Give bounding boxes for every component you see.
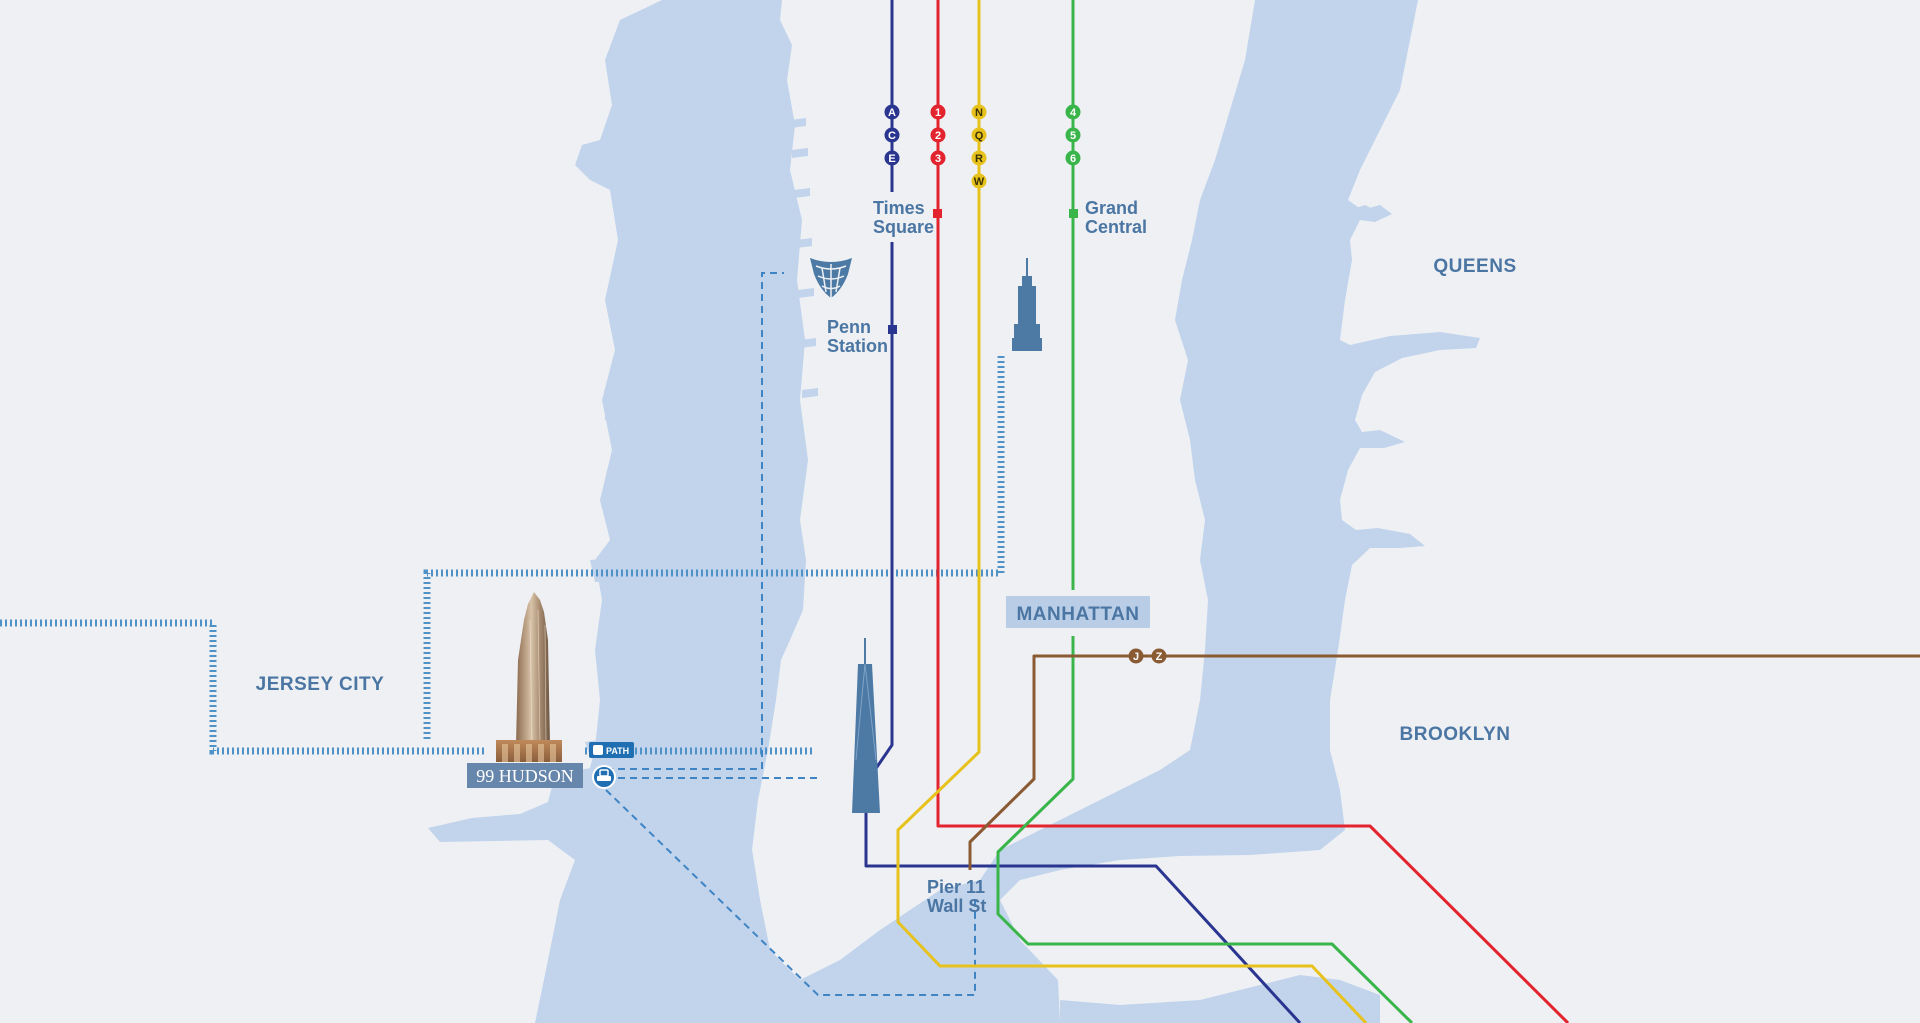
bullet-e: E bbox=[888, 153, 895, 165]
label-pier-11: Pier 11 Wall St bbox=[927, 877, 990, 916]
bullet-3: 3 bbox=[935, 153, 941, 165]
path-badge: PATH bbox=[589, 742, 634, 758]
label-manhattan: MANHATTAN bbox=[1016, 604, 1139, 625]
jz-bullets: J Z bbox=[1128, 648, 1167, 664]
bullet-a: A bbox=[888, 107, 896, 119]
bullet-n: N bbox=[975, 107, 983, 119]
bullet-5: 5 bbox=[1070, 130, 1076, 142]
bottom-right-water bbox=[1060, 975, 1380, 1023]
label-penn-station-line1: Penn bbox=[827, 317, 871, 337]
bullet-c: C bbox=[888, 130, 896, 142]
water-bodies bbox=[428, 0, 1480, 1023]
bullet-1: 1 bbox=[935, 107, 941, 119]
bullet-r: R bbox=[975, 153, 983, 165]
label-times-square-line1: Times bbox=[873, 198, 925, 218]
label-grand-central-line1: Grand bbox=[1085, 198, 1138, 218]
times-square-marker bbox=[933, 209, 942, 218]
vessel-landmark-icon bbox=[810, 258, 852, 298]
bullet-4: 4 bbox=[1070, 107, 1077, 119]
path-badge-label: PATH bbox=[606, 746, 629, 756]
east-river bbox=[980, 0, 1480, 900]
manhattan-west-piers bbox=[790, 118, 818, 398]
manhattan-label-box bbox=[1006, 596, 1150, 628]
label-pier-11-line2: Wall St bbox=[927, 896, 986, 916]
label-brooklyn: BROOKLYN bbox=[1400, 724, 1511, 745]
label-queens: QUEENS bbox=[1433, 256, 1516, 277]
one-world-trade-center-icon bbox=[852, 638, 880, 813]
nqrw-bullets: N Q R W bbox=[971, 104, 987, 189]
label-grand-central-line2: Central bbox=[1085, 217, 1147, 237]
line-456 bbox=[996, 0, 1414, 1023]
nqrw-line bbox=[896, 0, 1368, 1023]
99-hudson-tower-image bbox=[496, 592, 562, 762]
upper-bay bbox=[535, 850, 1060, 1023]
newtown-creek bbox=[1350, 205, 1382, 220]
ace-bullets: A C E bbox=[884, 104, 900, 166]
bullet-w: W bbox=[974, 176, 985, 188]
label-penn-station-line2: Station bbox=[827, 336, 888, 356]
empire-state-building-icon bbox=[1012, 258, 1042, 351]
penn-station-marker bbox=[888, 325, 897, 334]
area-labels: QUEENS BROOKLYN JERSEY CITY MANHATTAN bbox=[256, 256, 1516, 745]
bullet-q: Q bbox=[975, 130, 984, 142]
path-logo-icon bbox=[593, 745, 603, 755]
label-pier-11-line1: Pier 11 bbox=[927, 877, 985, 897]
bullet-6: 6 bbox=[1070, 153, 1076, 165]
label-penn-station: Penn Station bbox=[827, 317, 888, 356]
label-times-square: Times Square bbox=[873, 198, 934, 237]
property-label: 99 HUDSON bbox=[467, 763, 583, 788]
label-jersey-city: JERSEY CITY bbox=[256, 674, 385, 695]
station-labels: Times Square Grand Central Penn Station … bbox=[827, 198, 1147, 916]
station-markers bbox=[888, 209, 1078, 334]
label-times-square-line2: Square bbox=[873, 217, 934, 237]
path-rail-route bbox=[0, 353, 1005, 755]
bullet-z: Z bbox=[1156, 651, 1163, 663]
ferry-icon bbox=[592, 765, 616, 789]
jz-line bbox=[968, 654, 1920, 870]
grand-central-marker bbox=[1069, 209, 1078, 218]
456-bullets: 4 5 6 bbox=[1065, 104, 1081, 166]
label-grand-central: Grand Central bbox=[1085, 198, 1147, 237]
line-123 bbox=[936, 0, 1570, 1023]
123-bullets: 1 2 3 bbox=[930, 104, 946, 166]
ferry-routes bbox=[605, 272, 976, 996]
property-name: 99 HUDSON bbox=[476, 766, 574, 786]
bullet-j: J bbox=[1133, 651, 1139, 663]
bullet-2: 2 bbox=[935, 130, 941, 142]
